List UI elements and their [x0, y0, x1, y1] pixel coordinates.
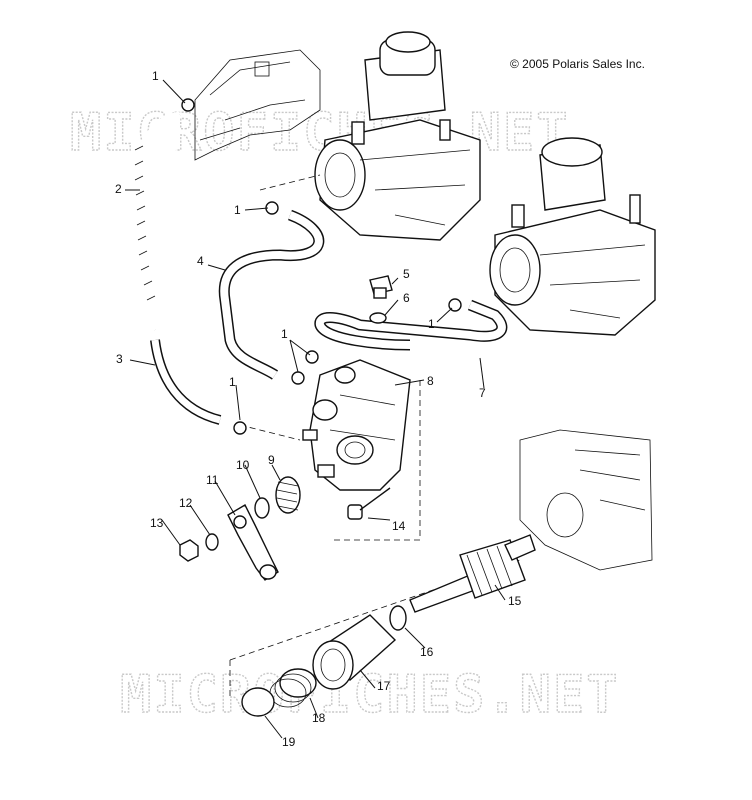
bolt-14 [347, 487, 391, 520]
callout-14: 14 [392, 519, 406, 533]
hose-spiral-2 [131, 111, 181, 331]
callout-17: 17 [377, 679, 391, 693]
pump-shaft-15 [409, 534, 536, 613]
callout-2: 2 [115, 182, 122, 196]
callout-7: 7 [479, 386, 486, 400]
callout-1-top: 1 [152, 69, 159, 83]
spring-18 [269, 668, 317, 708]
callout-8: 8 [427, 374, 434, 388]
engine-casting-top [194, 49, 321, 161]
callout-12: 12 [179, 496, 193, 510]
banjo-bolt-5 [369, 275, 393, 299]
clamp-1c [291, 350, 319, 385]
nut-13 [179, 539, 199, 562]
watermark-bottom: MICROFICHES.NET [120, 665, 620, 725]
callout-6: 6 [403, 291, 410, 305]
callout-16: 16 [420, 645, 434, 659]
callout-15: 15 [508, 594, 522, 608]
callout-1-hose7: 1 [428, 317, 435, 331]
washer-12 [205, 533, 219, 551]
callout-1-lower: 1 [229, 375, 236, 389]
leader-lines [125, 79, 506, 739]
washer-10 [254, 497, 270, 519]
spring-9 [275, 476, 301, 514]
callout-9: 9 [268, 453, 275, 467]
crankcase-section [519, 429, 653, 571]
callout-11: 11 [206, 473, 219, 487]
oil-pump-8 [302, 359, 411, 491]
o-ring-19 [241, 687, 275, 717]
callout-5: 5 [403, 267, 410, 281]
callout-18: 18 [312, 711, 326, 725]
sleeve-17 [312, 614, 397, 690]
callout-3: 3 [116, 352, 123, 366]
clamp-1d [233, 421, 247, 435]
callout-1-pump: 1 [281, 327, 288, 341]
guide-line-upper [259, 174, 321, 191]
callout-4: 4 [197, 254, 204, 268]
carburetor-lower [489, 137, 656, 336]
guide-line-hose [239, 424, 301, 441]
callout-10: 10 [236, 458, 250, 472]
clamp-1a [181, 98, 195, 112]
lever-11 [227, 504, 279, 581]
washer-6 [369, 312, 387, 324]
copyright-text: © 2005 Polaris Sales Inc. [510, 57, 645, 71]
callout-19: 19 [282, 735, 296, 749]
carburetor-upper [314, 31, 481, 241]
washer-16 [389, 605, 407, 631]
callout-1-carb: 1 [234, 203, 241, 217]
callout-13: 13 [150, 516, 164, 530]
guide-line-pump [330, 380, 421, 541]
